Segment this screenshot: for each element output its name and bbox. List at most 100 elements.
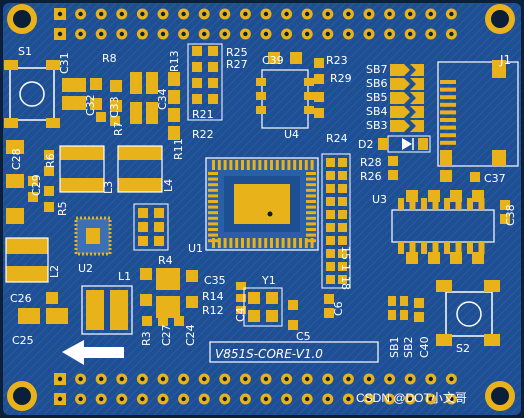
pin-hole bbox=[222, 11, 227, 17]
pin-header-strip bbox=[321, 153, 351, 289]
pin-hole bbox=[449, 396, 454, 402]
diode-d2 bbox=[378, 135, 431, 153]
u3-pin bbox=[455, 242, 462, 254]
u1-pin bbox=[212, 238, 215, 248]
pin-hole bbox=[243, 11, 248, 17]
pin-hole bbox=[243, 31, 248, 37]
u3-pin bbox=[478, 242, 485, 254]
u1-pin bbox=[252, 160, 256, 170]
u3-pin bbox=[409, 198, 416, 210]
inductor-l1 bbox=[81, 285, 133, 335]
pin-hole bbox=[160, 31, 166, 37]
pin-hole bbox=[305, 31, 310, 37]
label-c32: C32 bbox=[84, 94, 97, 116]
label-u1: U1 bbox=[188, 242, 203, 255]
pin-hole bbox=[57, 396, 63, 402]
pin-hole bbox=[57, 376, 63, 382]
pin-hole bbox=[449, 376, 454, 382]
pin-hole bbox=[346, 376, 351, 382]
label-l1: L1 bbox=[118, 270, 131, 283]
pin-hole bbox=[305, 376, 310, 382]
label-r5: R5 bbox=[56, 201, 69, 216]
pin-hole bbox=[263, 11, 269, 17]
label-r11: R11 bbox=[172, 138, 185, 160]
mounting-holes bbox=[7, 4, 515, 411]
label-r13: R13 bbox=[168, 50, 181, 72]
pads-right-mid bbox=[406, 190, 484, 264]
label-r1: 1 bbox=[339, 264, 352, 271]
label-c5: C5 bbox=[296, 330, 311, 343]
pin-hole bbox=[57, 11, 63, 17]
u1-pin bbox=[281, 238, 285, 248]
label-sb7: SB7 bbox=[366, 63, 388, 76]
label-r3: R3 bbox=[140, 331, 153, 346]
u1-pin bbox=[270, 238, 273, 248]
u1-pin bbox=[287, 160, 291, 170]
u1-pin bbox=[287, 238, 291, 248]
label-r25: R25 bbox=[226, 46, 248, 59]
u1-pin bbox=[208, 239, 218, 243]
label-y1: Y1 bbox=[261, 274, 276, 287]
pin-hole bbox=[305, 11, 310, 17]
u1-pin bbox=[306, 233, 316, 237]
label-c28: C28 bbox=[10, 148, 23, 170]
label-c38: C38 bbox=[504, 204, 517, 226]
switch-s2 bbox=[436, 280, 500, 346]
label-sb1: SB1 bbox=[388, 336, 401, 358]
u1-pin bbox=[208, 177, 218, 181]
strip-pad bbox=[338, 249, 347, 258]
u3-pin bbox=[455, 198, 462, 210]
label-r28: R28 bbox=[360, 156, 382, 169]
label-c39: C39 bbox=[262, 54, 284, 67]
pin-hole bbox=[408, 31, 413, 37]
u1-pin bbox=[258, 160, 262, 170]
u1-pin bbox=[235, 160, 239, 170]
board-name-box bbox=[209, 341, 379, 363]
pin-hole bbox=[243, 376, 248, 382]
resistors-r23-r29 bbox=[314, 58, 324, 118]
u1-pin bbox=[208, 228, 218, 231]
u1-pin bbox=[223, 238, 227, 248]
u1-pin bbox=[241, 160, 244, 170]
pin-hole bbox=[408, 396, 413, 402]
u1-pin bbox=[306, 177, 316, 181]
capacitor-cluster-top-left bbox=[62, 72, 180, 140]
label-c34: C34 bbox=[156, 88, 169, 110]
chip-u2 bbox=[74, 216, 112, 256]
caps-left bbox=[6, 140, 54, 224]
caps-c25-c26 bbox=[18, 292, 68, 324]
u1-pin bbox=[306, 205, 316, 209]
capacitor-c37 bbox=[440, 170, 480, 182]
u1-pin bbox=[264, 238, 268, 248]
u1-pin bbox=[229, 160, 233, 170]
pin-hole bbox=[449, 31, 454, 37]
strip-pad bbox=[326, 275, 335, 284]
j1-pin bbox=[440, 95, 456, 100]
u1-pin bbox=[299, 160, 302, 170]
solder-bridges-sb1-sb2 bbox=[388, 296, 424, 322]
pin-hole bbox=[99, 11, 104, 17]
pin-hole bbox=[78, 11, 83, 17]
u1-pin bbox=[208, 183, 218, 187]
label-sb6: SB6 bbox=[366, 77, 388, 90]
u1-pin bbox=[275, 238, 279, 248]
chip-u4 bbox=[256, 52, 314, 129]
u1-pin bbox=[306, 211, 316, 215]
pin-hole bbox=[366, 376, 372, 382]
pin-hole bbox=[160, 376, 166, 382]
pin-hole bbox=[140, 396, 145, 402]
u3-pin bbox=[398, 242, 404, 254]
label-r7: R7 bbox=[112, 121, 125, 136]
label-c33: C33 bbox=[108, 96, 121, 118]
u3-pin bbox=[432, 242, 439, 254]
pin-hole bbox=[140, 31, 145, 37]
pin-hole bbox=[99, 376, 104, 382]
label-r21: R21 bbox=[192, 108, 214, 121]
pin-hole bbox=[284, 11, 289, 17]
label-r15: 15 bbox=[339, 246, 352, 260]
strip-pad bbox=[338, 197, 347, 206]
label-sb2: SB2 bbox=[402, 336, 415, 358]
pin-hole bbox=[202, 31, 207, 37]
pin-hole bbox=[325, 376, 330, 382]
chip-u3 bbox=[391, 198, 510, 254]
